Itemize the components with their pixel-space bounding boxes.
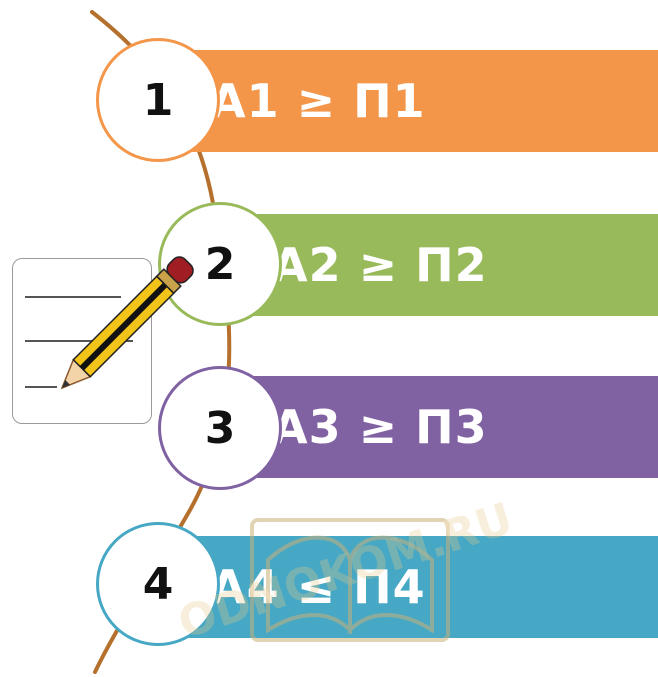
step-circle-1: 1 <box>96 38 220 162</box>
notepad-icon <box>12 258 152 424</box>
condition-label-2: А2 ≥ П2 <box>272 238 488 292</box>
step-number-4: 4 <box>142 558 174 610</box>
condition-label-3: А3 ≥ П3 <box>272 400 488 454</box>
step-circle-2: 2 <box>158 202 282 326</box>
condition-bar-2: А2 ≥ П2 <box>220 214 658 316</box>
step-circle-3: 3 <box>158 366 282 490</box>
condition-bar-4: А4 ≤ П4 <box>158 536 658 638</box>
step-number-3: 3 <box>204 402 236 454</box>
condition-label-1: А1 ≥ П1 <box>210 74 426 128</box>
step-number-2: 2 <box>204 238 236 290</box>
condition-bar-1: А1 ≥ П1 <box>158 50 658 152</box>
condition-label-4: А4 ≤ П4 <box>210 560 426 614</box>
notepad-lines <box>25 296 133 388</box>
step-circle-4: 4 <box>96 522 220 646</box>
step-number-1: 1 <box>142 74 174 126</box>
condition-bar-3: А3 ≥ П3 <box>220 376 658 478</box>
